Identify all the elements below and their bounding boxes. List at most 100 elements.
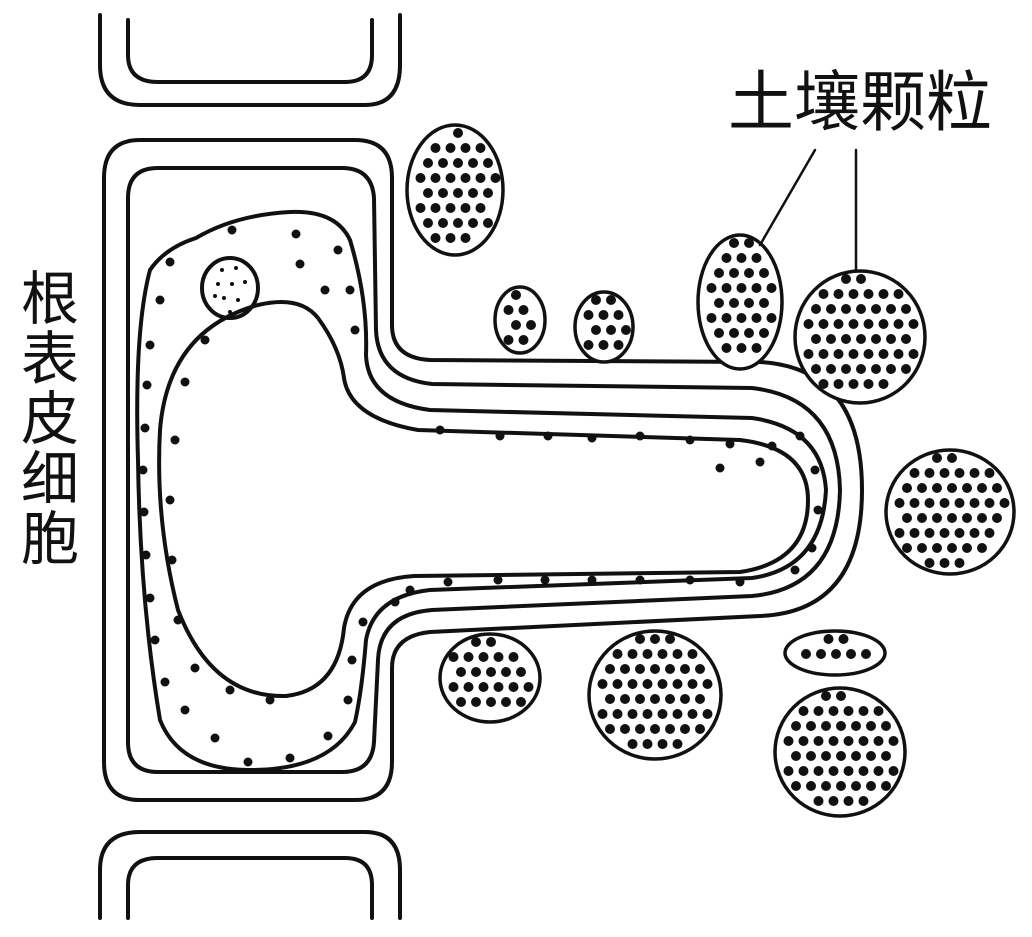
label-leader-line-1: [758, 148, 817, 247]
soil-particle-grain: [605, 664, 615, 674]
soil-particle-grain: [736, 253, 747, 263]
cytoplasm-granule: [173, 615, 183, 625]
cytoplasm-granule: [210, 733, 220, 743]
cytoplasm-granule: [320, 285, 330, 295]
soil-particle-grain: [838, 634, 849, 644]
soil-particle-grain: [438, 188, 448, 198]
soil-particle-grain: [759, 268, 769, 278]
cytoplasm-granule: [323, 731, 333, 741]
soil-particle-grain: [821, 781, 831, 791]
soil-particle-grain: [721, 283, 732, 293]
cytoplasm-granule: [795, 431, 805, 441]
cytoplasm-granule: [635, 431, 645, 441]
cytoplasm-granule: [225, 685, 235, 695]
cytoplasm-granule: [685, 575, 695, 585]
soil-particle-grain: [828, 796, 839, 806]
soil-particle-grain: [687, 679, 698, 689]
soil-particle-grain: [445, 143, 456, 153]
soil-particle-grain: [917, 483, 927, 493]
soil-particle-grain: [992, 513, 1002, 523]
soil-particle-grain: [833, 349, 844, 359]
soil-particle-grain: [856, 274, 866, 284]
soil-particle-grain: [650, 664, 660, 674]
soil-particle-grain: [932, 543, 942, 553]
soil-particle-grain: [947, 543, 957, 553]
soil-particle-grain: [483, 158, 493, 168]
soil-particle-grain: [672, 679, 683, 689]
soil-particle-grain: [984, 498, 995, 508]
soil-particle-grain: [612, 679, 623, 689]
cytoplasm-granule: [165, 495, 175, 505]
soil-particle-grain: [902, 483, 912, 493]
soil-particle-grain: [783, 736, 794, 746]
soil-particle-grain: [954, 498, 965, 508]
soil-particles: [405, 123, 1016, 818]
soil-particle-grain: [729, 238, 739, 248]
soil-particle-grain: [977, 483, 987, 493]
soil-particle-grain: [901, 304, 911, 314]
soil-particle-grain: [665, 694, 675, 704]
cytoplasm-granule: [790, 565, 800, 575]
soil-particle-grain: [843, 766, 854, 776]
soil-particle-grain: [831, 649, 841, 659]
soil-particle-grain: [901, 334, 911, 344]
soil-particle-grain: [508, 652, 519, 662]
soil-particle-grain: [729, 268, 739, 278]
soil-particle-grain: [423, 158, 433, 168]
soil-particle: [587, 629, 723, 761]
soil-particle-grain: [843, 796, 854, 806]
soil-particle-grain: [828, 706, 839, 716]
cell-wall-inner: [126, 166, 842, 774]
nucleus-granule: [220, 268, 224, 272]
cytoplasm-granule: [180, 705, 190, 715]
soil-particle-grain: [806, 751, 816, 761]
soil-particle: [493, 285, 547, 355]
soil-particle-grain: [642, 679, 653, 689]
soil-particle-grain: [526, 320, 536, 330]
soil-particle-grain: [493, 682, 504, 692]
soil-particle-grain: [591, 295, 601, 305]
cytoplasm-granule: [755, 457, 765, 467]
cytoplasm-granule: [180, 377, 190, 387]
soil-particle-grain: [969, 498, 980, 508]
soil-particle-grain: [518, 335, 529, 345]
soil-particle-grain: [493, 652, 504, 662]
soil-particle: [573, 290, 635, 364]
soil-particle-grain: [613, 310, 624, 320]
cytoplasm-granule: [390, 597, 400, 607]
soil-particle-grain: [460, 143, 471, 153]
cytoplasm-granule: [160, 677, 170, 687]
soil-particle-grain: [901, 364, 911, 374]
soil-particle-grain: [939, 498, 950, 508]
soil-particle-grain: [813, 736, 824, 746]
soil-particle-grain: [612, 709, 623, 719]
soil-particle-grain: [744, 268, 754, 278]
soil-particle-grain: [605, 724, 615, 734]
soil-particle-grain: [999, 498, 1010, 508]
soil-particle-grain: [423, 188, 433, 198]
cytoplasm-granule: [190, 663, 200, 673]
soil-particle: [405, 123, 505, 257]
soil-particle-grain: [483, 188, 493, 198]
nucleus-granule: [213, 294, 217, 298]
soil-particle-grain: [657, 679, 668, 689]
soil-particle-grain: [818, 379, 829, 389]
soil-particle: [783, 629, 887, 677]
cytoplasm-granule: [767, 441, 777, 451]
soil-particle-grain: [714, 328, 724, 338]
soil-particle-grain: [826, 334, 836, 344]
soil-particle-grain: [932, 453, 942, 463]
cytoplasm-granule: [435, 425, 445, 435]
cytoplasm-granule: [715, 463, 725, 473]
soil-particle-grain: [680, 724, 690, 734]
soil-particle-grain: [486, 697, 496, 707]
soil-particle-grain: [836, 781, 846, 791]
soil-particle-grain: [503, 335, 514, 345]
soil-particle-grain: [766, 283, 777, 293]
cytoplasm-granule: [295, 259, 305, 269]
soil-particle-grain: [456, 697, 466, 707]
cytoplasm-granule: [443, 577, 453, 587]
cytoplasm-granule: [150, 635, 160, 645]
soil-particle-grain: [954, 468, 965, 478]
